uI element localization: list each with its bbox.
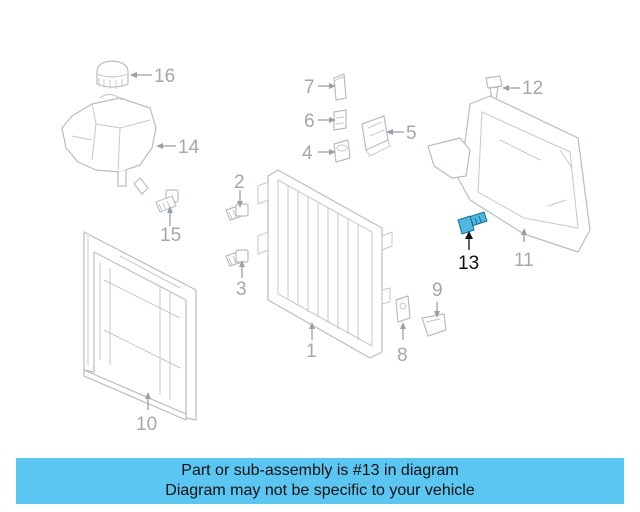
callout-labels: 16 14 15 2 3 7 6 4 5 12 1 8 9 10 11 13 (136, 66, 543, 435)
info-banner: Part or sub-assembly is #13 in diagram D… (16, 458, 624, 504)
part-1-radiator[interactable] (257, 169, 393, 359)
part-7-bracket[interactable] (333, 73, 347, 101)
part-5-bracket[interactable] (361, 115, 391, 157)
callout-16: 16 (154, 66, 175, 87)
callout-13: 13 (458, 253, 479, 274)
part-11-deflector[interactable] (427, 95, 591, 253)
callout-2: 2 (234, 172, 245, 193)
callout-6: 6 (304, 111, 315, 132)
part-9-bracket[interactable] (421, 313, 447, 337)
part-10-shroud-frame[interactable] (83, 231, 197, 421)
leader-lines (130, 72, 527, 410)
callout-7: 7 (304, 77, 315, 98)
callout-9: 9 (432, 280, 443, 301)
part-8-clip[interactable] (395, 295, 411, 323)
callout-4: 4 (302, 143, 313, 164)
callout-1: 1 (306, 341, 317, 362)
part-2-bolt[interactable] (225, 203, 249, 221)
banner-line-1: Part or sub-assembly is #13 in diagram (181, 462, 459, 479)
part-4-mount[interactable] (333, 139, 351, 163)
callout-8: 8 (397, 345, 408, 366)
callout-10: 10 (136, 414, 157, 435)
part-14-expansion-tank[interactable] (61, 94, 157, 195)
callout-14: 14 (178, 137, 200, 158)
callout-11: 11 (514, 250, 534, 271)
part-3-bolt[interactable] (225, 249, 249, 267)
callout-15: 15 (160, 225, 181, 246)
callout-5: 5 (406, 123, 417, 144)
banner-line-2: Diagram may not be specific to your vehi… (165, 482, 475, 499)
part-16-cap[interactable] (96, 60, 129, 89)
part-15-bolt[interactable] (155, 189, 179, 213)
callout-12: 12 (522, 78, 543, 99)
parts-diagram: 16 14 15 2 3 7 6 4 5 12 1 8 9 10 11 13 (61, 60, 591, 435)
part-6-isolator[interactable] (333, 109, 347, 131)
callout-3: 3 (236, 279, 247, 300)
part-13-bolt[interactable] (457, 211, 488, 235)
